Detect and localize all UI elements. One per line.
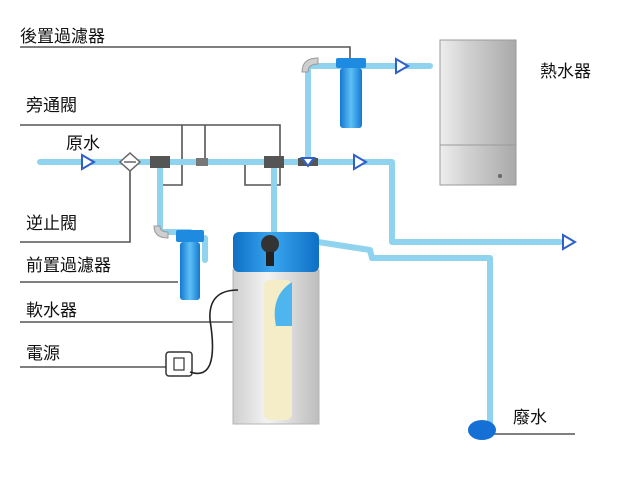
- pre-filter-icon: [176, 230, 204, 300]
- pipe-prefilter-loop: [157, 165, 193, 235]
- softener-tank-icon: [232, 232, 320, 425]
- label-raw-water: 原水: [66, 134, 100, 153]
- leader-rear-filter: [20, 46, 351, 62]
- pipe-to-heater: [305, 63, 433, 165]
- drain-icon: [468, 420, 496, 440]
- label-bypass-valve: 旁通閥: [26, 96, 77, 115]
- leader-check-valve: [20, 170, 131, 243]
- pipe-drain: [315, 239, 493, 431]
- arrow-heater: [395, 57, 410, 75]
- pipe-raw-in: [37, 159, 563, 245]
- elbow-heater: [301, 57, 319, 73]
- arrow-hot: [353, 153, 368, 171]
- label-waste-water: 廢水: [513, 408, 547, 427]
- bypass-valve-right: [264, 156, 284, 168]
- bypass-valve-middle: [196, 158, 208, 166]
- rear-filter-icon: [336, 58, 366, 128]
- label-check-valve: 逆止閥: [26, 214, 77, 233]
- elbow-prefilter: [153, 225, 169, 239]
- leader-bypass: [20, 124, 281, 186]
- label-rear-filter: 後置過濾器: [20, 27, 105, 46]
- valves: [118, 151, 318, 173]
- arrow-heater-down: [300, 157, 316, 168]
- pipes: [37, 63, 563, 431]
- label-water-heater: 熱水器: [540, 62, 591, 81]
- label-pre-filter: 前置過濾器: [26, 256, 111, 275]
- label-power: 電源: [26, 344, 60, 363]
- power-outlet-icon: [165, 289, 239, 377]
- flow-arrows: [81, 57, 577, 251]
- elbows: [153, 57, 319, 239]
- label-softener: 軟水器: [26, 301, 77, 320]
- water-heater-icon: [439, 39, 517, 186]
- leader-lines: [20, 46, 575, 435]
- leader-bypass-branch: [160, 125, 183, 186]
- arrow-out: [562, 233, 577, 251]
- bypass-valve-left: [150, 156, 170, 168]
- arrow-raw: [81, 153, 96, 171]
